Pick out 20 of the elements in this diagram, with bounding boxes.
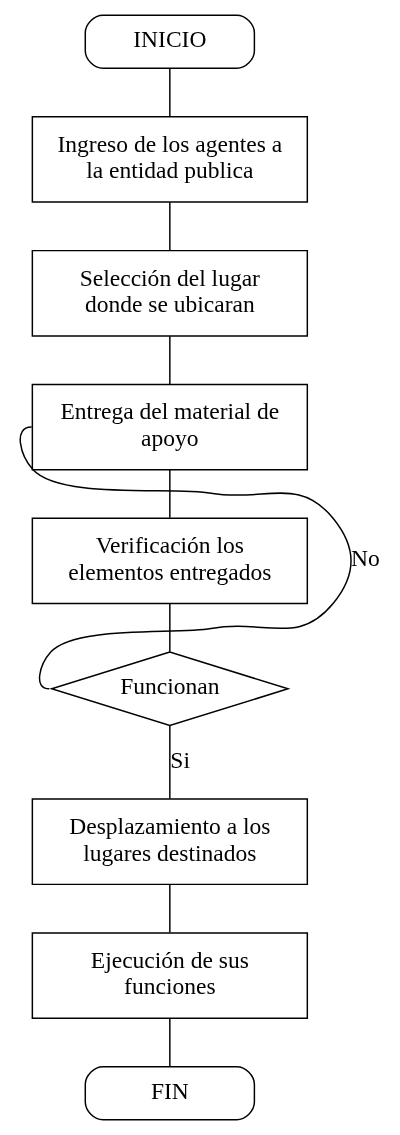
connector [19, 426, 352, 690]
connector [169, 603, 171, 653]
connector [169, 201, 171, 251]
node-box: Ingreso de los agentes a la entidad publica [31, 116, 309, 203]
edge-label: No [351, 545, 380, 572]
edge-label: Si [170, 746, 190, 773]
node-box: Desplazamiento a los lugares destinados [31, 798, 309, 886]
node-diamond: Funcionan [49, 651, 291, 727]
connector [169, 68, 171, 118]
node-box: Selección del lugar donde se ubicaran [31, 249, 309, 337]
connector [169, 469, 171, 519]
node-box: INICIO [84, 14, 256, 69]
connector [169, 725, 171, 800]
connector [169, 335, 171, 385]
connector [169, 1017, 171, 1067]
node-box: Ejecución de sus funciones [31, 932, 309, 1019]
node-box: Verificación los elementos entregados [31, 517, 309, 605]
node-box: Entrega del material de apoyo [31, 383, 309, 471]
connector [169, 883, 171, 934]
node-box: FIN [84, 1066, 256, 1121]
